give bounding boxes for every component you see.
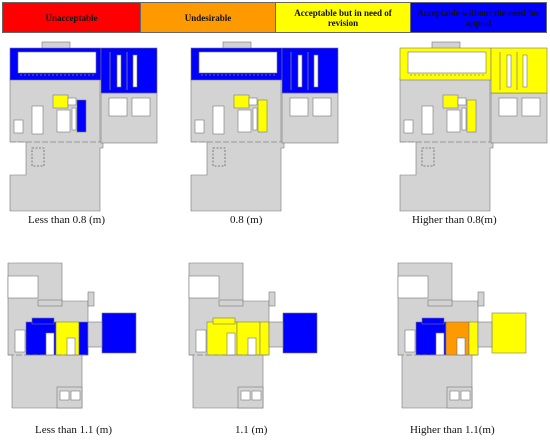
annex-window-2 — [131, 97, 151, 117]
opening-1 — [45, 332, 55, 356]
opening-2 — [247, 337, 257, 356]
room-notch — [248, 97, 258, 106]
floor-plan-top-3 — [399, 41, 548, 212]
lower-window-2 — [460, 390, 471, 401]
legend-acceptable-no-appeal: Acceptable without the need for appeal — [411, 3, 546, 32]
lower-window-2 — [251, 390, 262, 401]
room-window-mid — [237, 109, 252, 133]
room-window-left — [212, 105, 225, 135]
side-wing — [281, 47, 339, 94]
room-1-top — [421, 317, 445, 325]
floor-plan-top-1 — [9, 41, 158, 212]
room-thin — [252, 107, 258, 131]
room-strip — [466, 99, 477, 133]
room-strip — [257, 99, 268, 133]
top-wing-window — [407, 51, 487, 74]
room-colored — [233, 94, 250, 109]
caption-panel-1: Less than 0.8 (m) — [28, 214, 105, 226]
opening-3 — [404, 329, 416, 353]
side-wing — [490, 47, 548, 94]
upper-notch — [397, 275, 429, 299]
upper-ledge — [427, 299, 453, 307]
upper-ledge — [218, 299, 244, 307]
lower-window-2 — [70, 390, 81, 401]
annex-window-2 — [312, 97, 332, 117]
side-wing-slot-1 — [116, 54, 122, 88]
room-small-left — [194, 119, 205, 134]
legend-acceptable-revision: Acceptable but in need of revision — [276, 3, 411, 32]
side-wing-slot-2 — [313, 54, 319, 88]
annex-link — [477, 321, 493, 348]
room-3 — [468, 321, 479, 356]
lower-window-1 — [59, 390, 70, 401]
caption-panel-3: Higher than 0.8(m) — [412, 214, 497, 226]
room-1-top — [31, 317, 55, 325]
room-colored — [442, 94, 459, 109]
room-notch — [457, 97, 467, 106]
lower-window-1 — [449, 390, 460, 401]
post — [87, 291, 95, 307]
annex-window-1 — [289, 97, 309, 117]
floor-plan-bottom-1 — [7, 262, 137, 409]
annex — [101, 312, 137, 354]
opening-3 — [14, 329, 26, 353]
room-thin — [461, 107, 467, 131]
side-wing — [100, 47, 158, 94]
top-wing-window — [198, 51, 278, 74]
annex-window-1 — [498, 97, 518, 117]
opening-2 — [456, 337, 466, 356]
top-wing-window — [17, 51, 97, 74]
upper-notch — [7, 275, 39, 299]
lower-room — [31, 147, 45, 167]
side-wing-slot-2 — [522, 54, 528, 88]
room-strip — [76, 99, 87, 133]
room-thin — [71, 107, 77, 131]
room-small-left — [403, 119, 414, 134]
annex-window-2 — [521, 97, 541, 117]
lower-room — [421, 147, 435, 167]
room-notch — [67, 97, 77, 106]
legend-undesirable: Undesirable — [141, 3, 276, 32]
opening-3 — [195, 329, 207, 353]
caption-panel-5: 1.1 (m) — [235, 424, 268, 436]
lower-window-1 — [240, 390, 251, 401]
opening-1 — [226, 332, 236, 356]
room-window-left — [31, 105, 44, 135]
caption-panel-6: Higher than 1.1(m) — [410, 424, 495, 436]
annex-window-1 — [108, 97, 128, 117]
caption-panel-4: Less than 1.1 (m) — [35, 424, 112, 436]
caption-panel-2: 0.8 (m) — [230, 214, 263, 226]
legend-bar: Unacceptable Undesirable Acceptable but … — [2, 2, 547, 33]
floor-plan-bottom-2 — [188, 262, 318, 409]
legend-unacceptable: Unacceptable — [3, 3, 141, 32]
room-3 — [259, 321, 270, 356]
room-window-mid — [56, 109, 71, 133]
room-window-left — [421, 105, 434, 135]
opening-1 — [435, 332, 445, 356]
side-wing-slot-2 — [132, 54, 138, 88]
room-small-left — [13, 119, 24, 134]
side-wing-slot-1 — [506, 54, 512, 88]
side-wing-slot-1 — [297, 54, 303, 88]
annex-link — [268, 321, 284, 348]
upper-ledge — [37, 299, 63, 307]
lower-room — [212, 147, 226, 167]
post — [477, 291, 485, 307]
floor-plan-top-2 — [190, 41, 339, 212]
annex — [282, 312, 318, 354]
opening-2 — [66, 337, 76, 356]
annex-link — [87, 321, 103, 348]
post — [268, 291, 276, 307]
upper-notch — [188, 275, 220, 299]
room-3 — [78, 321, 89, 356]
room-1-top — [212, 317, 236, 325]
room-colored — [52, 94, 69, 109]
room-window-mid — [446, 109, 461, 133]
annex — [491, 312, 527, 354]
floor-plan-bottom-3 — [397, 262, 527, 409]
